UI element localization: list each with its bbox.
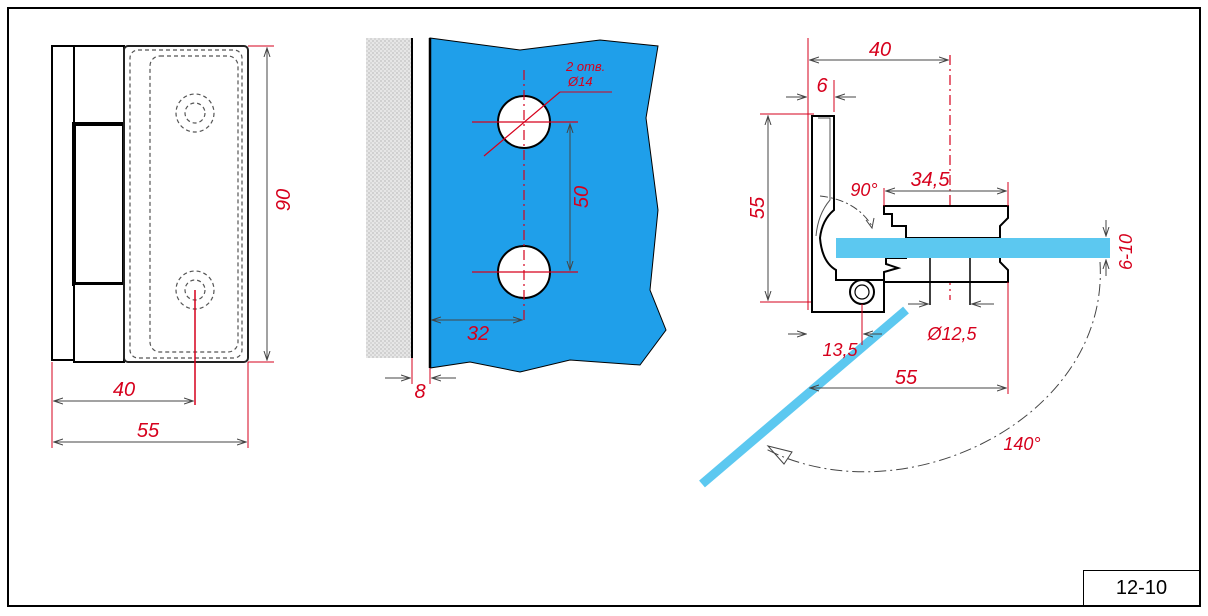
- dim-angle-140: 140°: [1003, 434, 1040, 454]
- hinge-knuckle-top: [73, 45, 125, 125]
- side-view: 40 6 55 90° 34,5 6-10: [699, 38, 1136, 488]
- glass-panel: [429, 37, 667, 373]
- dim-hole-offset-40: 40: [113, 379, 135, 401]
- hinge-body: [811, 115, 885, 313]
- hinge-knuckle-bottom: [73, 283, 125, 363]
- dim-height-55: 55: [747, 196, 769, 219]
- glass-open: [699, 306, 909, 488]
- dim-gap-8: 8: [414, 381, 425, 403]
- glass-closed: [836, 238, 1110, 258]
- screw-hole-top: [175, 93, 215, 133]
- dim-pin-diameter: Ø12,5: [926, 324, 977, 344]
- dim-clamp-width-34-5: 34,5: [911, 169, 951, 191]
- hole-note-count: 2 отв.: [565, 59, 605, 74]
- drawing-code: 12-10: [1115, 576, 1168, 599]
- dim-hole-spacing-50: 50: [571, 186, 593, 208]
- dim-total-width-55: 55: [895, 367, 918, 389]
- front-view: 90 40 55: [51, 45, 295, 448]
- hinge-plate: [123, 45, 249, 363]
- dim-edge-offset-32: 32: [467, 323, 489, 345]
- wall-hatch: [366, 38, 412, 358]
- dim-glass-thickness: 6-10: [1116, 234, 1136, 270]
- dim-angle-90: 90°: [850, 180, 877, 200]
- dim-pin-offset-13-5: 13,5: [822, 340, 858, 360]
- dim-height-90: 90: [273, 189, 295, 211]
- dim-flange-6: 6: [816, 75, 828, 97]
- clamp-top: [883, 205, 1009, 239]
- drawing-code-box: 12-10: [1083, 570, 1200, 606]
- hinge-plate-hidden-edge: [129, 49, 243, 359]
- sheet-frame: [7, 7, 1201, 607]
- hinge-knuckle-middle: [72, 122, 126, 286]
- hinge-plate-recess: [149, 55, 239, 353]
- dim-top-width-40: 40: [869, 39, 891, 61]
- hole-note-diameter: Ø14: [567, 74, 593, 89]
- glass-view: 2 отв. Ø14 50 32 8: [366, 37, 667, 403]
- screw-hole-top-inner: [184, 102, 206, 124]
- arc-140: [763, 261, 1101, 473]
- dim-width-55: 55: [137, 420, 160, 442]
- pivot-pin: [849, 279, 875, 305]
- hinge-leaf-back: [51, 45, 75, 361]
